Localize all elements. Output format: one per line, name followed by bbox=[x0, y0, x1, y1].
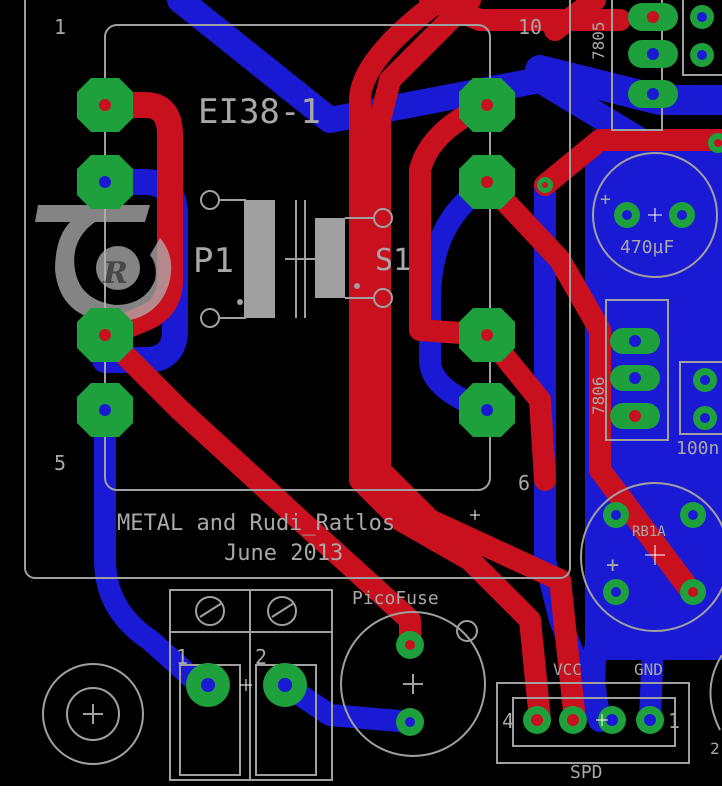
rectifier-outline bbox=[580, 482, 722, 632]
secondary-label: S1 bbox=[375, 243, 411, 278]
cap-470uf-label: 470µF bbox=[620, 237, 674, 258]
origin-marks bbox=[240, 208, 665, 726]
transformer-name: EI38-1 bbox=[198, 92, 321, 132]
regulator-7806-label: 7806 bbox=[589, 376, 608, 415]
credit-line-1: METAL and Rudi_Ratlos bbox=[117, 511, 395, 536]
silkscreen-layer: R bbox=[24, 0, 722, 781]
credit-line-2: June 2013 bbox=[224, 541, 343, 566]
top-copper-layer bbox=[92, 0, 722, 731]
spd-pin-1-label: 1 bbox=[668, 709, 680, 733]
spd-pin-4-label: 4 bbox=[502, 709, 514, 733]
cap-470uf-outline bbox=[592, 152, 718, 278]
pin-6-label: 6 bbox=[518, 471, 530, 495]
terminal-pads bbox=[186, 663, 307, 707]
transformer-symbol bbox=[200, 190, 393, 328]
window-bottom-edge bbox=[0, 786, 722, 794]
rudi-logo: R bbox=[35, 205, 172, 322]
mounting-hole bbox=[42, 663, 144, 765]
edge-label: 2 bbox=[710, 739, 720, 758]
rectifier-label: RB1A bbox=[632, 524, 666, 540]
pin-1-label: 1 bbox=[54, 15, 66, 39]
spd-pads bbox=[523, 706, 664, 734]
regulator-7805-label: 7805 bbox=[589, 21, 608, 60]
svg-text:+: + bbox=[606, 553, 619, 578]
terminal-label-2: 2 bbox=[255, 645, 267, 669]
svg-text:+: + bbox=[600, 189, 611, 210]
fuse-label: PicoFuse bbox=[352, 588, 439, 609]
transformer-outline bbox=[24, 0, 571, 579]
regulator-7806-outline bbox=[605, 299, 669, 441]
pin-5-label: 5 bbox=[54, 451, 66, 475]
transformer-pads bbox=[77, 78, 515, 437]
spd-vcc-label: VCC bbox=[553, 660, 582, 679]
spd-name-label: SPD bbox=[570, 762, 603, 783]
terminal-label-1: 1 bbox=[176, 645, 188, 669]
fuse-pads bbox=[396, 631, 424, 736]
primary-label: P1 bbox=[193, 241, 234, 281]
spd-gnd-label: GND bbox=[634, 660, 663, 679]
right-component-pads bbox=[537, 3, 722, 605]
svg-text:R: R bbox=[102, 256, 128, 291]
cap-100n-label: 100n bbox=[676, 438, 719, 459]
pin-10-label: 10 bbox=[518, 15, 542, 39]
cap-top-outline bbox=[682, 0, 722, 76]
cap-100n-outline bbox=[679, 361, 722, 435]
silkscreen-text: 1 5 6 10 EI38-1 P1 S1 METAL and Rudi_Rat… bbox=[54, 15, 720, 783]
spd-header-outline bbox=[496, 682, 690, 764]
edge-component-outline bbox=[709, 654, 722, 731]
picofuse-outline bbox=[340, 611, 486, 757]
